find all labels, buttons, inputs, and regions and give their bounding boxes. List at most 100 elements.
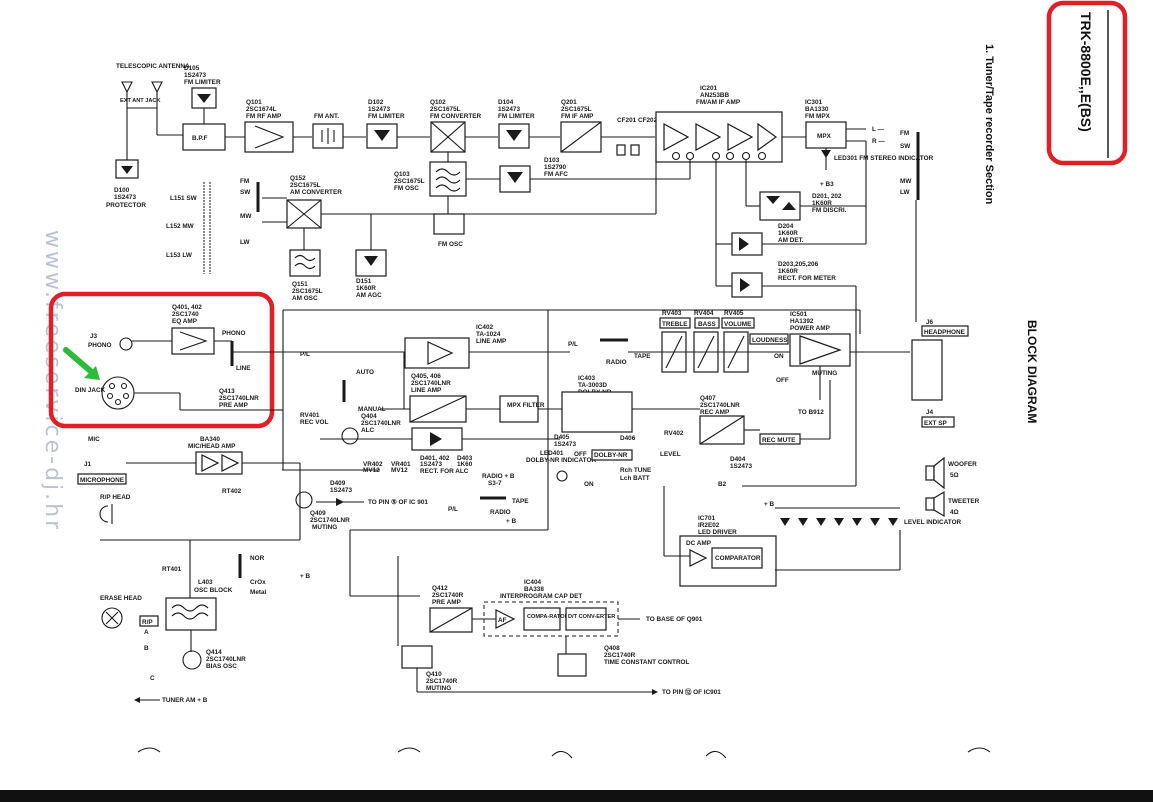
d104-part: 1S2473: [498, 106, 520, 113]
woofer-icon: [925, 456, 945, 490]
q412-part: 2SC1740R: [432, 592, 464, 599]
to-b912-label: TO B912: [798, 409, 824, 416]
d103-label: D103: [544, 157, 560, 164]
ext-sp-box: [921, 416, 955, 428]
q101-block: [244, 121, 294, 153]
am-sw-label: SW: [240, 189, 251, 196]
q412-label: Q412: [432, 585, 448, 592]
d201-block: [759, 191, 801, 221]
d151-label: D151: [356, 278, 372, 285]
comparator-label: COMPARATOR: [715, 555, 761, 562]
rec-mute-label: REC MUTE: [762, 437, 796, 444]
line-label: LINE: [236, 365, 251, 372]
q102-part: 2SC1675L: [430, 106, 461, 113]
phono-switch-label: PHONO: [222, 330, 245, 337]
q401-eq-amp-block: [171, 327, 215, 355]
ic201-label: IC201: [700, 85, 717, 92]
d405-part: 1S2473: [554, 441, 576, 448]
rt401-label: RT401: [162, 566, 182, 573]
fm-if-amp-label: FM IF AMP: [561, 113, 594, 120]
a-label: A: [144, 629, 149, 636]
d103-part: 1S2790: [544, 164, 566, 171]
mpx-block: [805, 121, 847, 149]
q410-part: 2SC1740R: [426, 678, 458, 685]
ic201-part: AN253BB: [700, 92, 730, 99]
fm-limiter-1-label: FM LIMITER: [184, 79, 221, 86]
to-pin-5-label: TO PIN ⑤ OF IC 901: [368, 499, 428, 506]
d151-part: 1K60R: [356, 285, 376, 292]
microphone-box: [77, 473, 127, 485]
radio-2-label: RADIO: [490, 509, 511, 516]
q414-label: Q414: [206, 649, 222, 656]
d100-part: 1S2473: [114, 194, 136, 201]
to-base-q901-label: TO BASE OF Q901: [646, 616, 703, 623]
treble-box: [659, 317, 691, 329]
woofer-ohm-label: 5Ω: [950, 472, 959, 479]
d403-label: D403: [457, 455, 473, 462]
fm-limiter-2-label: FM LIMITER: [368, 113, 405, 120]
loudness-box: [749, 333, 789, 345]
block-diagram-title: BLOCK DIAGRAM: [1025, 320, 1039, 423]
rv405-label: RV405: [724, 310, 744, 317]
level-leds-icon: [780, 518, 898, 526]
am-agc-label: AM AGC: [356, 292, 382, 299]
dolby-nr-switch: [591, 449, 633, 461]
d401-label: D401, 402: [420, 455, 450, 462]
section-title: 1. Tuner/Tape recorder Section: [983, 44, 995, 205]
q410-label: Q410: [426, 671, 442, 678]
din-jack-highlight-box: [48, 291, 275, 429]
bpf-block: [182, 123, 226, 151]
q408-block: [557, 653, 587, 677]
fm-osc-2-label: FM OSC: [438, 241, 463, 248]
osc-block-label: OSC BLOCK: [194, 587, 233, 594]
d201-part: 1K60R: [812, 200, 832, 207]
fm-afc-label: FM AFC: [544, 171, 568, 178]
microphone-label: MICROPHONE: [80, 477, 125, 484]
loudness-on-label: ON: [774, 353, 784, 360]
rp-switch-box: [139, 615, 159, 627]
d201-label: D201, 202: [812, 193, 842, 200]
q404-transistor-icon: [341, 427, 359, 445]
am-lw-label: LW: [240, 239, 251, 246]
l403-label: L403: [198, 579, 213, 586]
led-plus-b-label: + B: [764, 501, 775, 508]
b2-label: B2: [718, 481, 727, 488]
ic701-part: IR2E02: [698, 522, 720, 529]
volume-label: VOLUME: [724, 321, 752, 328]
nor-label: NOR: [250, 555, 265, 562]
q409-muting-label: MUTING: [312, 524, 337, 531]
s3-label: S3-7: [488, 480, 502, 487]
treble-label: TREBLE: [662, 321, 688, 328]
ic701-label: IC701: [698, 515, 715, 522]
q409-transistor-icon: [295, 491, 313, 509]
cf201-label: CF201 CF202: [617, 117, 658, 124]
q405-part: 2SC1740LNR: [411, 380, 451, 387]
led-driver-label: LED DRIVER: [698, 529, 737, 536]
auto-label: AUTO: [356, 369, 374, 376]
q201-label: Q201: [561, 99, 577, 106]
osc-plus-b-label: + B: [300, 573, 311, 580]
q410-muting-label: MUTING: [426, 685, 451, 692]
d401-part: 1S2473: [420, 461, 442, 468]
q408-label: Q408: [604, 645, 620, 652]
lch-batt-label: Lch BATT: [620, 475, 650, 482]
q401-label: Q401, 402: [172, 304, 202, 311]
q101-part: 2SC1674L: [246, 106, 277, 113]
fm-osc-block: [433, 213, 465, 235]
q408-part: 2SC1740R: [604, 652, 636, 659]
power-amp-label: POWER AMP: [790, 325, 831, 332]
r-channel-label: R —: [872, 138, 885, 145]
headphone-box: [921, 325, 969, 337]
bottom-page-edge: [0, 790, 1153, 802]
d404-part: 1S2473: [730, 463, 752, 470]
loudness-label: LOUDNESS: [752, 337, 788, 344]
radio-switch-label: RADIO: [606, 359, 627, 366]
ic501-part: HA1392: [790, 318, 814, 325]
d204-label: D204: [778, 223, 794, 230]
sw-switch-label: SW: [900, 143, 911, 150]
fm-switch-label: FM: [900, 130, 909, 137]
din-jack-label: DIN JACK: [75, 387, 106, 394]
time-constant-label: TIME CONSTANT CONTROL: [604, 659, 690, 666]
bias-osc-label: BIAS OSC: [206, 663, 237, 670]
